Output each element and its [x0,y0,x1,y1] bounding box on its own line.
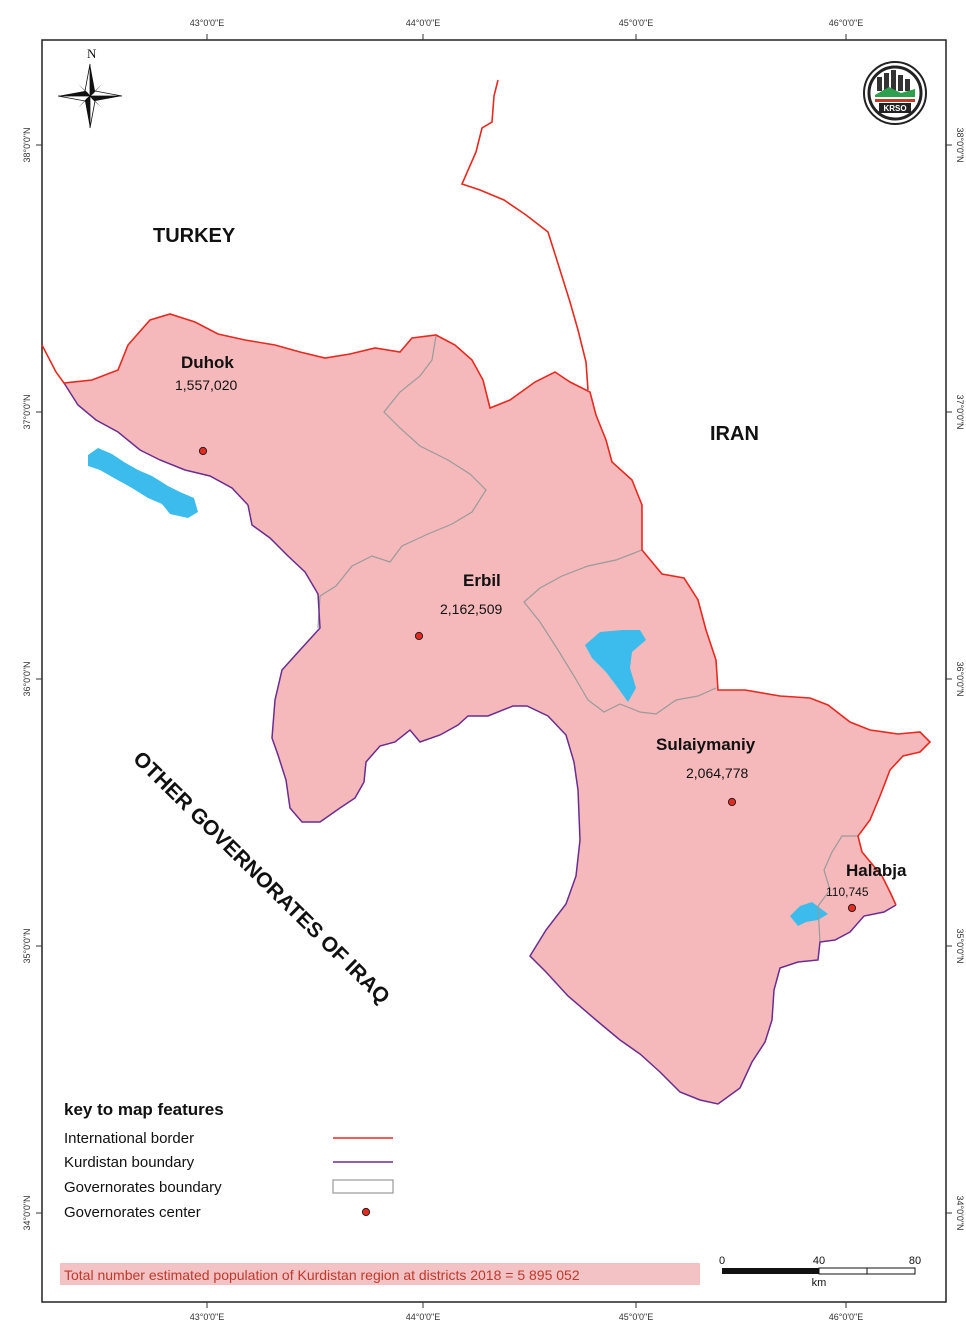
erbil-sulaymaniyah-boundary [523,549,717,715]
scale-unit: km [812,1277,827,1289]
lat-tick-right-3: 36°0'0"N [955,661,965,696]
lon-tick-bottom-4: 46°0'0"E [829,1312,864,1322]
lon-tick-top-2: 44°0'0"E [406,18,441,28]
dukan-lake [585,630,646,702]
scale-tick-80: 80 [909,1255,921,1267]
scale-bar: 0 40 80 km [719,1255,921,1289]
graticule-left: 38°0'0"N 37°0'0"N 36°0'0"N 35°0'0"N 34°0… [22,127,42,1231]
graticule-right: 38°0'0"N 37°0'0"N 36°0'0"N 35°0'0"N 34°0… [946,127,965,1231]
gov-center-halabja [847,903,857,913]
scale-tick-40: 40 [813,1255,825,1267]
legend-item-governorates-center: Governorates center [64,1204,201,1221]
gov-pop-duhok: 1,557,020 [175,377,237,393]
north-arrow: N [57,46,123,129]
governorate-duhok: Duhok 1,557,020 [175,353,237,456]
label-turkey: TURKEY [153,225,236,247]
legend-item-governorates-boundary: Governorates boundary [64,1179,222,1196]
lon-tick-top-4: 46°0'0"E [829,18,864,28]
governorate-boundaries [317,335,858,943]
scale-tick-0: 0 [719,1255,725,1267]
lon-tick-top-3: 45°0'0"E [619,18,654,28]
lon-tick-top-1: 43°0'0"E [190,18,225,28]
kurdistan-boundary [63,382,897,1105]
legend-title: key to map features [64,1100,224,1119]
lat-tick-right-1: 38°0'0"N [955,127,965,162]
lat-tick-left-1: 38°0'0"N [22,127,32,162]
lat-tick-left-5: 34°0'0"N [22,1195,32,1230]
mosul-dam-lake [88,448,198,518]
gov-name-halabja: Halabja [846,861,907,880]
lat-tick-left-3: 36°0'0"N [22,661,32,696]
graticule-top: 43°0'0"E 44°0'0"E 45°0'0"E 46°0'0"E [190,18,864,40]
gov-pop-halabja: 110,745 [826,885,869,899]
lon-tick-bottom-2: 44°0'0"E [406,1312,441,1322]
krso-logo-text: KRSO [883,104,906,113]
lat-tick-right-4: 35°0'0"N [955,928,965,963]
gov-name-sulaymaniyah: Sulaiymaniy [656,735,756,754]
total-population-note: Total number estimated population of Kur… [60,1263,700,1285]
compass-rose-icon [57,63,123,129]
north-arrow-label: N [87,46,97,61]
legend-item-kurdistan-boundary: Kurdistan boundary [64,1154,195,1171]
gov-pop-sulaymaniyah: 2,064,778 [686,765,748,781]
governorate-erbil: Erbil 2,162,509 [414,571,502,641]
krso-logo: KRSO [863,61,927,125]
gov-pop-erbil: 2,162,509 [440,601,502,617]
lat-tick-left-2: 37°0'0"N [22,394,32,429]
lat-tick-left-4: 35°0'0"N [22,928,32,963]
legend-item-international-border: International border [64,1130,194,1147]
lat-tick-right-5: 34°0'0"N [955,1195,965,1230]
map-legend: key to map features International border… [64,1100,394,1221]
legend-swatch-governorates-boundary [332,1179,394,1194]
gov-name-erbil: Erbil [463,571,501,590]
duhok-erbil-boundary [317,335,487,629]
kurdistan-region [64,314,930,1104]
lon-tick-bottom-3: 45°0'0"E [619,1312,654,1322]
gov-center-erbil [414,631,424,641]
lat-tick-right-2: 37°0'0"N [955,394,965,429]
total-population-text: Total number estimated population of Kur… [64,1267,580,1283]
sulaymaniyah-halabja-boundary [817,835,858,943]
international-border [41,79,932,906]
graticule-bottom: 43°0'0"E 44°0'0"E 45°0'0"E 46°0'0"E [190,1302,864,1322]
governorate-sulaymaniyah: Sulaiymaniy 2,064,778 [656,735,756,807]
lon-tick-bottom-1: 43°0'0"E [190,1312,225,1322]
label-iran: IRAN [710,423,759,445]
gov-name-duhok: Duhok [181,353,234,372]
gov-center-duhok [198,446,208,456]
governorate-halabja: Halabja 110,745 [826,861,907,913]
legend-swatch-governorates-center [361,1207,371,1217]
gov-center-sulaymaniyah [727,797,737,807]
